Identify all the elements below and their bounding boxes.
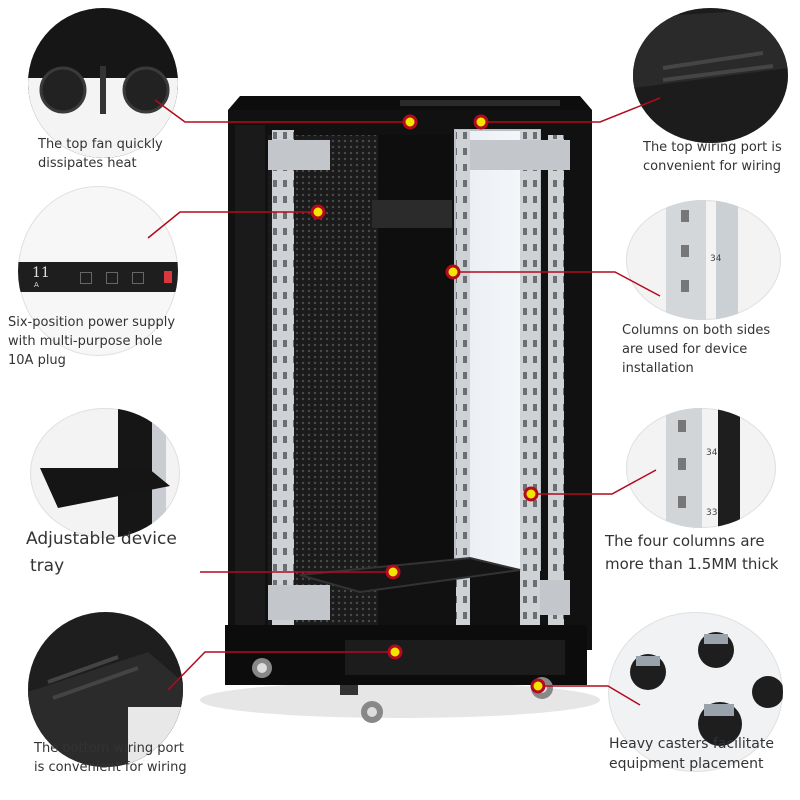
caption-line: 10A plug [8,352,66,368]
rail-number-label: 34 [706,448,718,458]
caption-line: with multi-purpose hole [8,333,163,349]
marker-device-tray [385,564,401,580]
right-mounting-rail [520,130,540,630]
top-wiring-detail-image [633,8,788,143]
leader-line-bottom-wiring [167,651,394,691]
detail-circle-casters [608,612,783,772]
marker-top-fan [402,114,418,130]
caption-line: Columns on both sides [622,323,771,338]
detail-circle-top-fan [28,8,178,158]
socket-icon [132,272,144,284]
leader-line-casters [540,685,641,706]
caption-line: convenient for wiring [643,158,782,174]
detail-circle-columns: 34 [626,200,781,320]
detail-circle-four-columns: 34 33 [626,408,776,528]
caption-line: The bottom wiring port [34,741,184,756]
marker-columns [445,264,461,280]
caption-device-tray: Adjustable device tray [26,526,177,580]
leader-line-top-fan [154,99,408,123]
marker-top-wiring [473,114,489,130]
marker-four-columns [523,486,539,502]
caption-line: The top fan quickly [38,137,163,152]
leader-line-power-supply [147,211,318,239]
caption-line: is convenient for wiring [34,759,187,775]
leader-line-columns [454,271,661,297]
marker-power-supply [310,204,326,220]
marker-casters [530,678,546,694]
caption-line: dissipates heat [38,155,137,171]
power-strip: 11 A [18,262,178,292]
caption-casters: Heavy casters facilitate equipment place… [609,734,774,775]
switch-icon [164,271,172,283]
bottom-wiring-detail-image [28,612,183,767]
caption-line: tray [30,556,65,577]
caption-line: Heavy casters facilitate [609,736,774,752]
detail-circle-bottom-wiring [28,612,183,767]
caption-line: Adjustable device [26,529,177,549]
device-tray [299,556,521,594]
caption-line: are used for device [622,341,748,357]
caption-line: equipment placement [609,756,764,773]
caption-four-columns: The four columns are more than 1.5MM thi… [605,530,778,577]
detail-circle-top-wiring [633,8,788,143]
rail-number-label: 33 [706,508,718,518]
detail-circle-device-tray [30,408,180,538]
four-columns-detail-image [666,408,740,528]
power-strip-rating: 11 [32,265,50,281]
caption-power-supply: Six-position power supply with multi-pur… [8,314,175,371]
casters-detail-image [630,632,783,746]
caption-line: The top wiring port is [643,140,782,155]
rail-number-label: 34 [710,254,722,264]
caption-top-fan: The top fan quickly dissipates heat [38,136,163,174]
detail-circle-power-supply: 11 A [18,186,178,356]
caption-line: installation [622,360,694,376]
caption-columns: Columns on both sides are used for devic… [622,322,770,379]
marker-bottom-wiring [387,644,403,660]
tray-detail-image [40,408,170,538]
fan-detail-image [28,8,178,158]
leader-line-top-wiring [482,97,661,123]
columns-detail-image [666,200,738,320]
leader-line-four-columns [532,469,657,495]
socket-icon [106,272,118,284]
caption-bottom-wiring: The bottom wiring port is convenient for… [34,740,187,778]
caption-line: The four columns are [605,532,765,550]
left-mounting-rail [272,130,294,630]
caption-line: more than 1.5MM thick [605,555,779,574]
caption-top-wiring: The top wiring port is convenient for wi… [643,139,782,177]
power-strip-unit: A [34,281,39,289]
caption-line: Six-position power supply [8,315,176,330]
socket-icon [80,272,92,284]
